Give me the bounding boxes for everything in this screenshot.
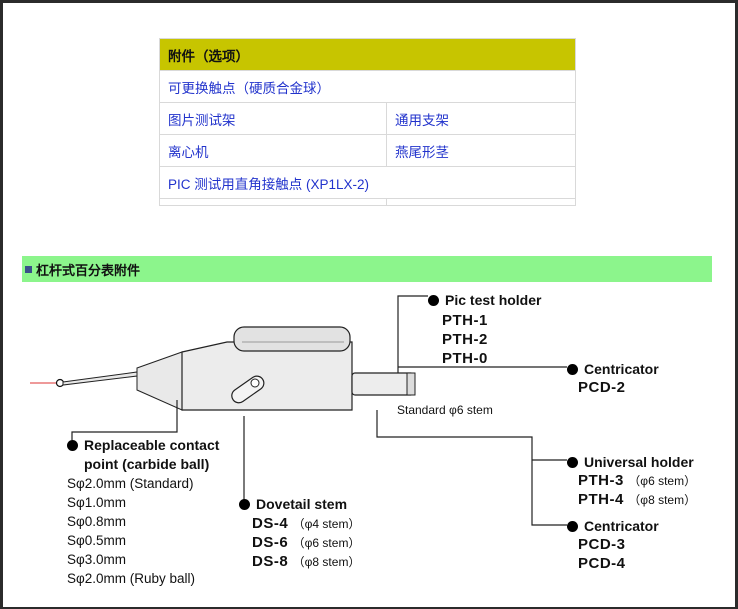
bullet-dot-icon xyxy=(567,457,578,468)
indicator-body xyxy=(181,341,353,411)
pic-holder-title-text: Pic test holder xyxy=(445,292,542,308)
centricator-top-title-text: Centricator xyxy=(584,361,659,377)
universal-holder-model: PTH-3 xyxy=(578,472,624,489)
table-header-row: 附件（选项） xyxy=(159,38,576,71)
contact-size: Sφ0.5mm xyxy=(67,533,127,548)
universal-holder-title: Universal holder xyxy=(567,454,694,470)
dovetail-model-note: （φ6 stem） xyxy=(292,536,361,550)
universal-holder-note: （φ8 stem） xyxy=(628,493,697,507)
table-cell-link[interactable]: 离心机 xyxy=(159,134,387,167)
contact-size: Sφ0.8mm xyxy=(67,514,127,529)
bullet-dot-icon xyxy=(239,499,250,510)
indicator-drawing xyxy=(30,295,567,526)
centricator-bottom-title-text: Centricator xyxy=(584,518,659,534)
table-cell-link[interactable]: 图片测试架 xyxy=(159,102,387,135)
stem-end xyxy=(406,372,416,396)
dovetail-model-note: （φ4 stem） xyxy=(292,517,361,531)
accessories-table: 附件（选项） 可更换触点（硬质合金球） 图片测试架 通用支架 离心机 燕尾形茎 … xyxy=(159,38,576,206)
section-header: 杠杆式百分表附件 xyxy=(22,256,712,282)
contact-size: Sφ3.0mm xyxy=(67,552,127,567)
dovetail-model-row: DS-8 （φ8 stem） xyxy=(252,553,360,571)
universal-holder-model-row: PTH-3 （φ6 stem） xyxy=(578,472,696,490)
bullet-dot-icon xyxy=(567,364,578,375)
bullet-square-icon xyxy=(25,265,32,273)
leader-centricator-bottom xyxy=(376,410,567,526)
dovetail-title: Dovetail stem xyxy=(239,496,347,512)
dovetail-model-row: DS-4 （φ4 stem） xyxy=(252,515,360,533)
slot-screw-icon xyxy=(250,378,260,388)
table-row: 离心机 燕尾形茎 xyxy=(159,134,576,167)
pic-holder-model: PTH-0 xyxy=(442,350,488,367)
bullet-dot-icon xyxy=(67,440,78,451)
table-cell-empty xyxy=(159,198,387,206)
contact-point-title-line2: point (carbide ball) xyxy=(84,456,210,472)
dovetail-model: DS-6 xyxy=(252,534,289,551)
standard-stem-label: Standard φ6 stem xyxy=(397,403,493,417)
contact-point-title-line1: Replaceable contact xyxy=(84,437,220,453)
universal-holder-title-text: Universal holder xyxy=(584,454,694,470)
leader-contact-point xyxy=(71,400,178,440)
contact-size: Sφ2.0mm (Ruby ball) xyxy=(67,571,196,586)
centricator-bottom-model: PCD-3 xyxy=(578,536,626,553)
accessory-diagram: Pic test holder PTH-1 PTH-2 PTH-0 Centri… xyxy=(22,282,712,602)
leader-pic-holder xyxy=(397,295,428,373)
contact-size: Sφ1.0mm xyxy=(67,495,127,510)
centricator-top-title: Centricator xyxy=(567,361,659,377)
contact-ball-icon xyxy=(55,378,65,388)
window-frame-left xyxy=(0,0,3,609)
universal-holder-note: （φ6 stem） xyxy=(628,474,697,488)
universal-holder-model-row: PTH-4 （φ8 stem） xyxy=(578,491,696,509)
dial-bezel xyxy=(233,326,351,352)
section-title: 杠杆式百分表附件 xyxy=(36,262,141,278)
window-frame-bottom xyxy=(0,607,738,609)
contact-size: Sφ2.0mm (Standard) xyxy=(67,476,194,491)
centricator-bottom-title: Centricator xyxy=(567,518,659,534)
table-cell-link[interactable]: 燕尾形茎 xyxy=(386,134,576,167)
dovetail-model-note: （φ8 stem） xyxy=(292,555,361,569)
bullet-dot-icon xyxy=(428,295,439,306)
dovetail-title-text: Dovetail stem xyxy=(256,496,348,512)
indicator-nose xyxy=(136,351,183,411)
table-row: 图片测试架 通用支架 xyxy=(159,102,576,135)
table-row: 可更换触点（硬质合金球） xyxy=(159,70,576,103)
centricator-bottom-model: PCD-4 xyxy=(578,555,626,572)
dovetail-model-row: DS-6 （φ6 stem） xyxy=(252,534,360,552)
pic-holder-model: PTH-2 xyxy=(442,331,488,348)
table-cell-empty xyxy=(386,198,576,206)
pic-holder-title: Pic test holder xyxy=(428,292,541,308)
dovetail-model: DS-8 xyxy=(252,553,289,570)
stylus-arm xyxy=(62,371,138,386)
contact-point-title: Replaceable contact xyxy=(67,437,219,453)
table-cell-link[interactable]: 通用支架 xyxy=(386,102,576,135)
bullet-dot-icon xyxy=(567,521,578,532)
window-frame-right xyxy=(735,0,738,609)
universal-holder-model: PTH-4 xyxy=(578,491,624,508)
table-cell-link[interactable]: PIC 测试用直角接触点 (XP1LX-2) xyxy=(159,166,576,199)
window-frame-top xyxy=(0,0,738,3)
table-cell-link[interactable]: 可更换触点（硬质合金球） xyxy=(159,70,576,103)
dovetail-model: DS-4 xyxy=(252,515,289,532)
table-row: PIC 测试用直角接触点 (XP1LX-2) xyxy=(159,166,576,199)
table-row-empty xyxy=(159,198,576,206)
centricator-top-model: PCD-2 xyxy=(578,379,626,396)
rear-stem xyxy=(351,372,415,396)
table-header: 附件（选项） xyxy=(159,38,576,71)
pic-holder-model: PTH-1 xyxy=(442,312,488,329)
